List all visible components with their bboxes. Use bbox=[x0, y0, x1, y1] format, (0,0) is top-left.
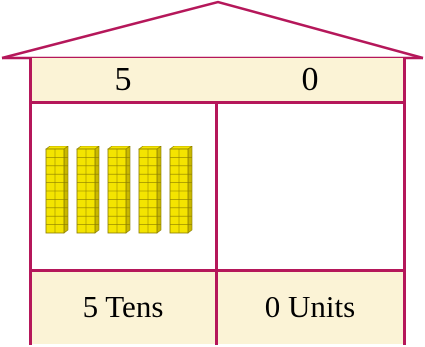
tens-digit: 5 bbox=[114, 61, 132, 98]
units-digit: 0 bbox=[301, 61, 319, 98]
frame-left bbox=[29, 58, 32, 345]
tens-rod bbox=[169, 146, 193, 234]
tens-rod bbox=[76, 146, 100, 234]
roof-outline bbox=[1, 0, 424, 60]
tens-rod bbox=[45, 146, 69, 234]
tens-rod bbox=[107, 146, 131, 234]
units-block-cell bbox=[216, 102, 404, 270]
frame-column-divider bbox=[215, 101, 218, 345]
header-band bbox=[30, 58, 404, 102]
tens-label: 5 Tens bbox=[82, 289, 164, 324]
frame-right bbox=[403, 58, 406, 345]
tens-rod bbox=[138, 146, 162, 234]
tens-rods-group bbox=[45, 146, 193, 234]
units-label: 0 Units bbox=[264, 289, 356, 324]
